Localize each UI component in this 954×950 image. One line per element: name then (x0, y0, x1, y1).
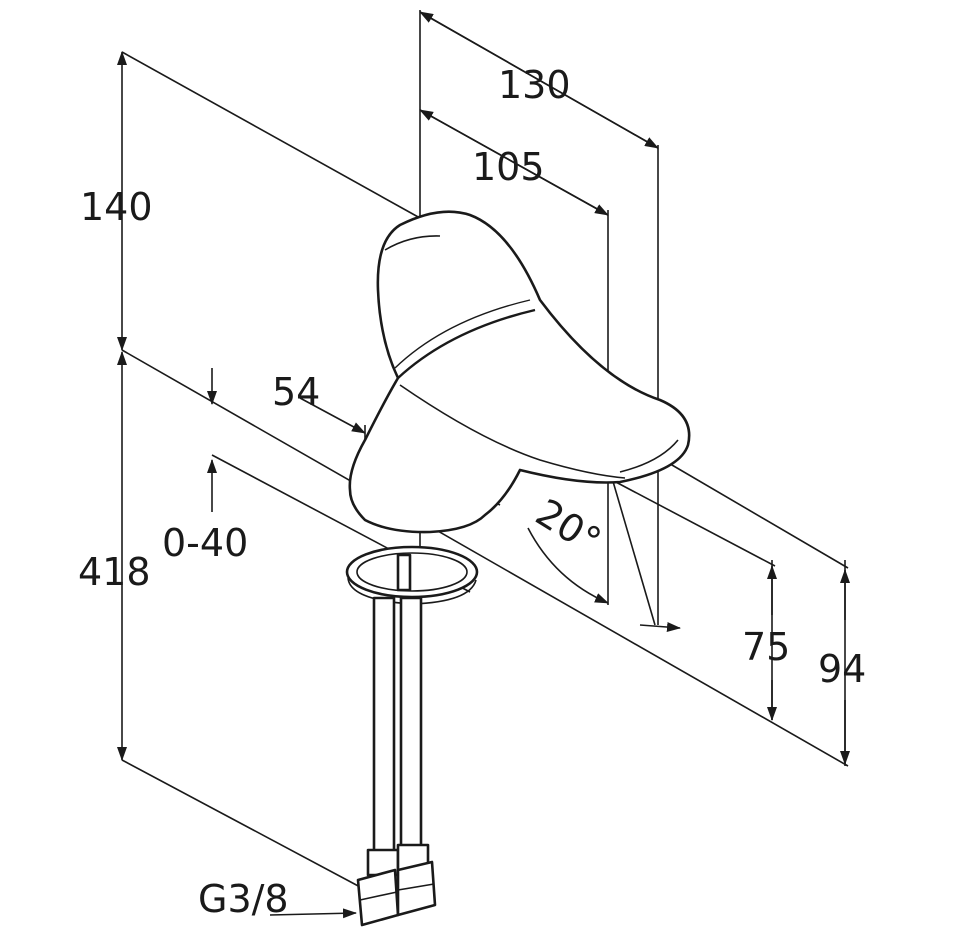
dim-130: 130 (498, 63, 571, 107)
faucet-body (348, 210, 691, 534)
dim-94: 94 (818, 647, 866, 691)
extension-lines (121, 10, 849, 889)
dim-0-40: 0-40 (162, 521, 248, 565)
dim-g3-8: G3/8 (198, 877, 289, 921)
dim-418: 418 (78, 550, 151, 594)
dim-54: 54 (272, 370, 320, 414)
dim-20-degrees: 20° (528, 490, 608, 563)
dim-105: 105 (472, 145, 545, 189)
supply-hoses (356, 596, 437, 927)
dim-140: 140 (80, 185, 153, 229)
mounting-ring (345, 545, 479, 605)
dim-75: 75 (742, 625, 790, 669)
